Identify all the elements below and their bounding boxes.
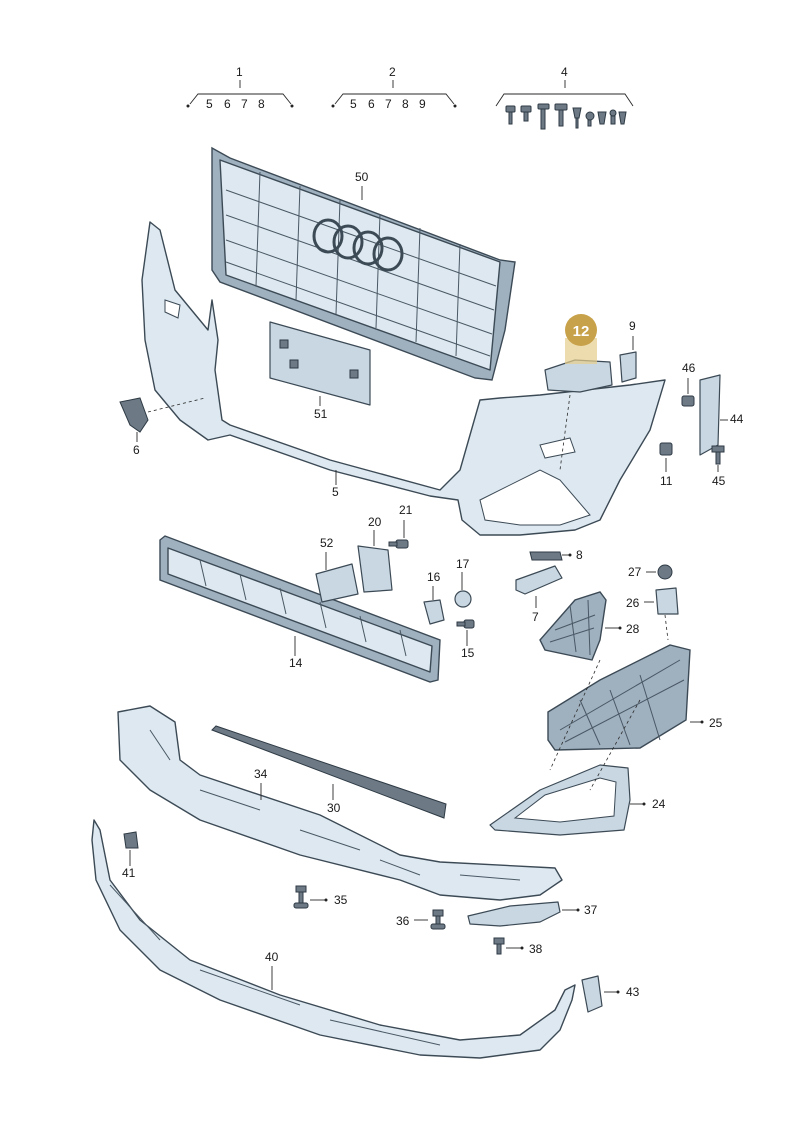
label-35: 35 xyxy=(334,893,348,907)
label-37: 37 xyxy=(584,903,598,917)
bracket-43: 43 xyxy=(581,975,640,1013)
label-8: 8 xyxy=(576,548,583,562)
label-16: 16 xyxy=(427,570,441,584)
callout-badge-12: 12 xyxy=(565,314,597,364)
kit-2-item: 6 xyxy=(368,97,375,111)
label-38: 38 xyxy=(529,942,543,956)
kit-1-item: 6 xyxy=(224,97,231,111)
kit-2: 2 5 6 7 8 9 xyxy=(331,65,457,111)
label-40: 40 xyxy=(265,950,279,964)
kit-1-item: 7 xyxy=(241,97,248,111)
label-9: 9 xyxy=(629,319,636,333)
lower-grille-14: 14 xyxy=(159,535,441,683)
label-21: 21 xyxy=(399,503,413,517)
fog-grille-28: 28 xyxy=(539,591,640,661)
label-36: 36 xyxy=(396,914,410,928)
callout-number: 12 xyxy=(573,323,590,340)
strip-30: 30 xyxy=(211,725,447,819)
label-11: 11 xyxy=(660,474,673,488)
label-20: 20 xyxy=(368,515,382,529)
kit-4-number: 4 xyxy=(561,65,568,79)
parts-8-7: 8 7 xyxy=(515,548,583,624)
label-51: 51 xyxy=(314,407,328,421)
label-30: 30 xyxy=(327,801,341,815)
kit-2-number: 2 xyxy=(389,65,396,79)
label-52: 52 xyxy=(320,536,334,550)
trim-ring-24: 24 xyxy=(489,659,666,836)
kit-2-item: 7 xyxy=(385,97,392,111)
kit-1-item: 8 xyxy=(258,97,265,111)
center-small-parts: 52 20 21 16 17 15 xyxy=(315,503,475,660)
label-24: 24 xyxy=(652,797,666,811)
label-15: 15 xyxy=(461,646,475,660)
label-26: 26 xyxy=(626,596,640,610)
kit-1: 1 5 6 7 8 xyxy=(186,65,294,111)
label-27: 27 xyxy=(628,565,642,579)
clip-part-6: 6 xyxy=(119,397,206,457)
label-28: 28 xyxy=(626,622,640,636)
kit-4: 4 xyxy=(495,65,634,130)
label-17: 17 xyxy=(456,557,470,571)
fasteners-lower: 41 35 36 37 38 xyxy=(122,831,598,956)
kit-1-number: 1 xyxy=(236,65,243,79)
bumper-cover-5: 5 xyxy=(141,221,666,536)
callout-circle xyxy=(565,314,597,346)
label-7: 7 xyxy=(532,610,539,624)
label-41: 41 xyxy=(122,866,136,880)
undertray-34: 34 xyxy=(117,705,563,901)
kit-1-item: 5 xyxy=(206,97,213,111)
kit-2-item: 8 xyxy=(402,97,409,111)
label-6: 6 xyxy=(133,443,140,457)
label-34: 34 xyxy=(254,767,268,781)
label-50: 50 xyxy=(355,170,369,184)
label-43: 43 xyxy=(626,985,640,999)
side-parts-right: 46 44 11 45 xyxy=(659,361,744,488)
spoiler-40: 40 xyxy=(91,819,576,1059)
label-45: 45 xyxy=(712,474,726,488)
fog-grille-25: 25 xyxy=(547,644,723,751)
clip-part-9: 9 xyxy=(619,319,637,383)
label-5: 5 xyxy=(332,485,339,499)
kit-2-item: 5 xyxy=(350,97,357,111)
parts-27-26: 27 26 xyxy=(626,564,679,641)
label-44: 44 xyxy=(730,412,744,426)
grille-part-50: 50 xyxy=(211,146,516,381)
plate-bracket-51: 51 xyxy=(269,321,371,421)
label-14: 14 xyxy=(289,656,303,670)
label-46: 46 xyxy=(682,361,696,375)
kit-2-item: 9 xyxy=(419,97,426,111)
label-25: 25 xyxy=(709,716,723,730)
